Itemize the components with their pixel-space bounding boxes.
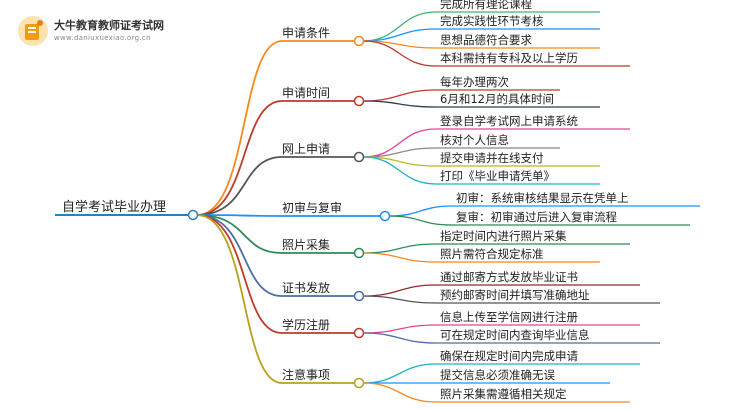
branch-node-circle — [353, 247, 365, 259]
leaf-label: 指定时间内进行照片采集 — [440, 229, 567, 243]
branch-label: 照片采集 — [282, 237, 330, 252]
leaf-link — [362, 89, 437, 102]
leaf-link — [362, 100, 437, 108]
leaf-label: 通过邮寄方式发放毕业证书 — [440, 270, 578, 284]
leaf-label: 初审：系统审核结果显示在凭单上 — [456, 191, 629, 205]
branch-node-circle — [379, 210, 391, 222]
branch-link — [196, 214, 283, 334]
branch-node-circle — [353, 327, 365, 339]
leaf-label: 登录自学考试网上申请系统 — [440, 114, 578, 128]
logo-title: 大牛教育教师证考试网 — [54, 19, 164, 32]
branch-link — [196, 214, 283, 254]
leaf-label: 思想品德符合要求 — [440, 33, 532, 47]
leaf-link — [362, 324, 437, 334]
branch-label: 注意事项 — [282, 367, 330, 382]
mindmap-links — [55, 11, 700, 403]
leaf-label: 预约邮寄时间并填写准确地址 — [440, 288, 590, 302]
root-node-circle — [187, 209, 199, 221]
leaf-label: 信息上传至学信网进行注册 — [440, 310, 578, 324]
branch-node-circle — [353, 151, 365, 163]
branch-label: 申请时间 — [282, 86, 330, 100]
leaf-label: 确保在规定时间内完成申请 — [440, 349, 578, 363]
branch-link — [196, 100, 283, 216]
leaf-label: 提交申请并在线支付 — [440, 151, 544, 165]
logo-emblem-icon — [18, 16, 48, 46]
leaf-label: 照片采集需遵循相关规定 — [440, 387, 567, 401]
leaf-link — [362, 295, 437, 304]
leaf-link — [388, 205, 453, 217]
leaf-link — [388, 215, 453, 226]
branch-label: 学历注册 — [282, 317, 330, 332]
leaf-link — [362, 363, 437, 384]
branch-label: 网上申请 — [282, 142, 330, 156]
branch-link — [196, 214, 283, 217]
leaf-link — [362, 252, 437, 263]
branch-node-circle — [353, 35, 365, 47]
branch-link — [196, 156, 283, 216]
branch-link — [196, 40, 283, 216]
leaf-label: 6月和12月的具体时间 — [440, 92, 554, 106]
branch-node-circle — [353, 377, 365, 389]
branch-node-circle — [353, 290, 365, 302]
leaf-label: 每年办理两次 — [440, 75, 509, 89]
leaf-link — [362, 28, 437, 42]
branch-node-circle — [353, 95, 365, 107]
leaf-link — [362, 156, 437, 185]
leaf-label: 提交信息必须准确无误 — [440, 368, 555, 382]
branch-label: 证书发放 — [282, 280, 330, 295]
leaf-label: 完成实践性环节考核 — [440, 14, 544, 28]
branch-link — [196, 214, 283, 384]
mindmap-nodes: 自学考试毕业办理 申请条件 完成所有理论课程完成实践性环节考核思想品德符合要求本科需… — [62, 0, 629, 401]
leaf-label: 打印《毕业申请凭单》 — [440, 169, 555, 183]
leaf-link — [362, 382, 437, 403]
leaf-label: 完成所有理论课程 — [440, 0, 532, 11]
site-logo: 大牛教育教师证考试网 www.daniuxuexiao.org.cn — [16, 14, 176, 50]
root-label: 自学考试毕业办理 — [62, 199, 166, 215]
leaf-link — [362, 40, 437, 67]
leaf-label: 照片需符合规定标准 — [440, 247, 544, 261]
leaf-link — [362, 243, 437, 254]
leaf-link — [362, 332, 437, 344]
leaf-label: 本科需持有专科及以上学历 — [440, 51, 578, 65]
leaf-link — [362, 284, 437, 297]
logo-url: www.daniuxuexiao.org.cn — [54, 34, 151, 42]
leaf-link — [362, 11, 437, 42]
leaf-label: 复审：初审通过后进入复审流程 — [456, 210, 617, 224]
leaf-label: 核对个人信息 — [440, 133, 509, 147]
branch-link — [196, 214, 283, 297]
branch-label: 初审与复审 — [282, 200, 342, 215]
leaf-label: 可在规定时间内查询毕业信息 — [440, 328, 590, 342]
branch-label: 申请条件 — [282, 26, 330, 40]
